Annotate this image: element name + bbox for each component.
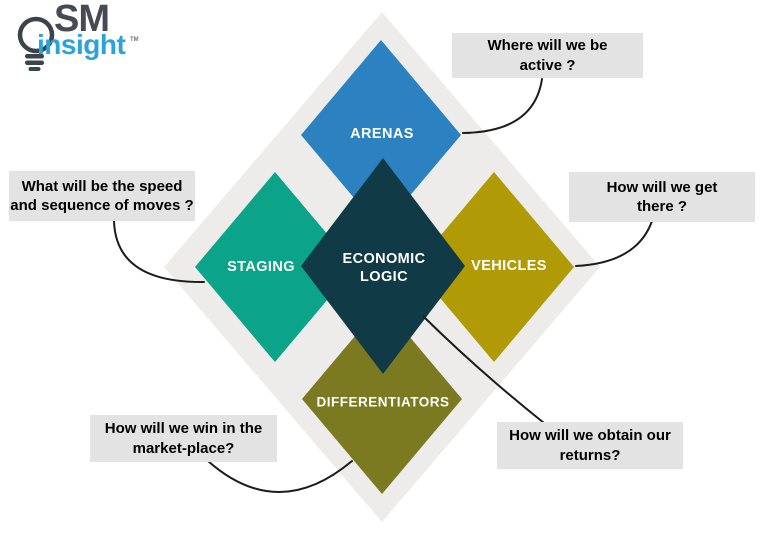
vehicles-label: VEHICLES xyxy=(471,258,547,274)
logo: SM insight TM xyxy=(14,0,154,88)
callout-staging-question: What will be the speed and sequence of m… xyxy=(9,171,195,221)
callout-economic-logic-question: How will we obtain our returns? xyxy=(497,422,683,469)
callout-differentiators-question: How will we win in the market-place? xyxy=(90,415,277,462)
callout-arenas-question: Where will we be active ? xyxy=(452,33,643,78)
connector-arenas-line xyxy=(462,78,543,134)
lightbulb-icon xyxy=(17,16,55,71)
logo-trademark: TM xyxy=(130,37,139,43)
arenas-label: ARENAS xyxy=(350,126,414,142)
arenas-diamond xyxy=(301,40,461,230)
differentiators-diamond xyxy=(302,304,462,494)
logo-sm-text: SM xyxy=(54,0,110,40)
staging-label: STAGING xyxy=(227,259,295,275)
connector-differentiators-line xyxy=(207,460,353,493)
connector-economic-logic-line xyxy=(423,316,545,424)
economic-logic-diamond xyxy=(301,158,465,374)
staging-diamond xyxy=(195,172,355,362)
differentiators-label: DIFFERENTIATORS xyxy=(316,394,450,410)
vehicles-diamond xyxy=(414,172,574,362)
connector-staging-line xyxy=(113,220,205,284)
callout-vehicles-question: How will we get there ? xyxy=(569,172,755,222)
logo-insight-text: insight xyxy=(37,29,126,60)
economic-logic-label: ECONOMIC LOGIC xyxy=(342,250,426,285)
connector-vehicles-line xyxy=(575,220,653,267)
